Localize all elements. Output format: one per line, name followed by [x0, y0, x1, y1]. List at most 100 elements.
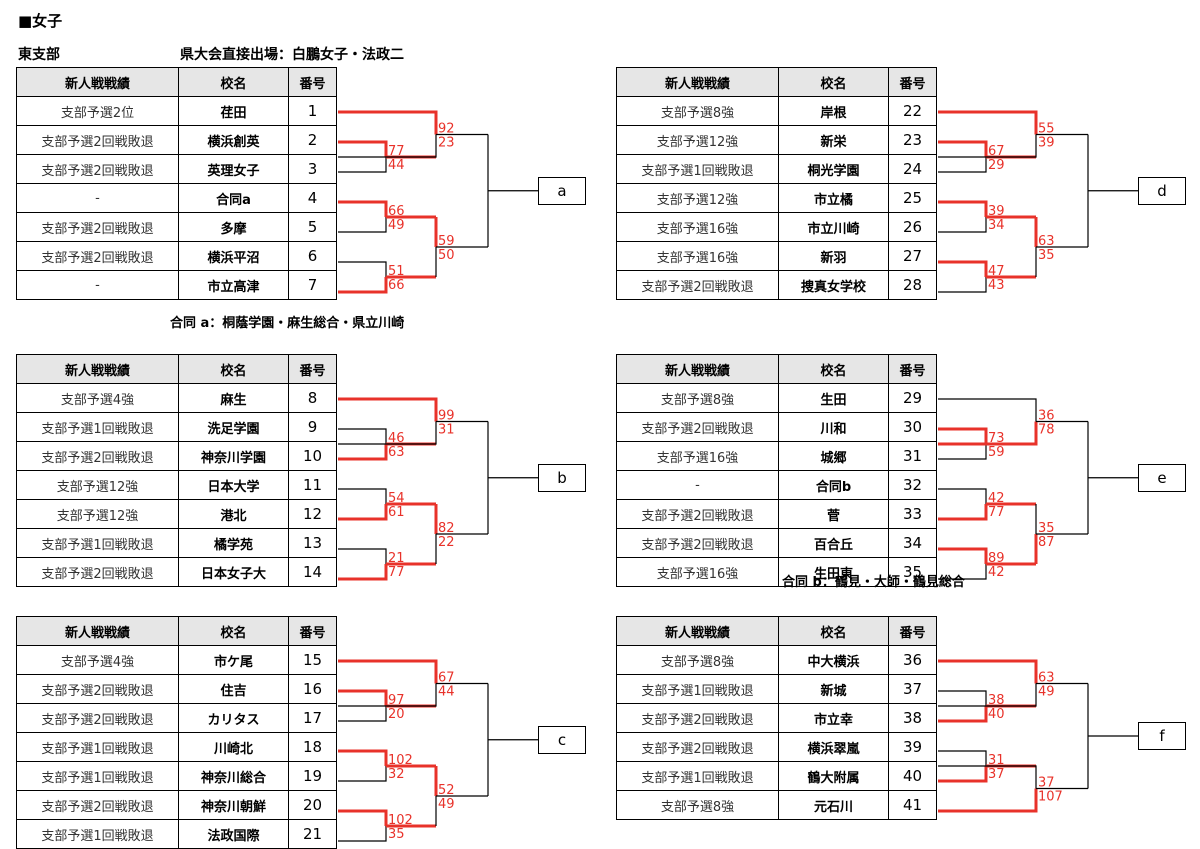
col-record-header: 新人戦戦績: [16, 354, 179, 384]
record-cell: 支部予選2回戦敗退: [616, 528, 779, 558]
match-b-r1a-bottom: [338, 444, 388, 461]
note-joint-b: 合同 b：鶴見・大師・鶴見総合: [782, 575, 965, 590]
match-f-r2a-score-top: 63: [1038, 671, 1055, 686]
match-d-r1a-score-top: 67: [988, 144, 1005, 159]
match-a-r1a-score-bottom: 44: [388, 158, 405, 173]
col-school-header: 校名: [178, 354, 289, 384]
match-f-r2b-score-top: 37: [1038, 776, 1055, 791]
number-cell: 24: [888, 154, 937, 184]
number-cell: 36: [888, 645, 937, 675]
match-d-r2a-score-top: 55: [1038, 122, 1055, 137]
match-f-r1b-bottom: [938, 766, 988, 783]
bracket-winner-box-a: a: [538, 176, 586, 205]
school-cell: 元石川: [778, 790, 889, 820]
match-a-r1c-score-top: 51: [388, 264, 405, 279]
match-b-r1b-score-top: 54: [388, 491, 405, 506]
school-cell: 港北: [178, 499, 289, 529]
match-a-r1a-bottom: [338, 157, 387, 173]
record-cell: 支部予選16強: [616, 441, 779, 471]
number-cell: 12: [288, 499, 337, 529]
match-b-r1c-bottom: [338, 564, 388, 581]
match-c-r2a-bottom: [338, 683, 437, 707]
match-e-r2b-score-top: 35: [1038, 521, 1055, 536]
match-b-r1c-score-top: 21: [388, 551, 405, 566]
school-cell: 市立高津: [178, 270, 289, 300]
match-e-r1a-score-top: 73: [988, 431, 1005, 446]
match-e-r1c-score-bottom: 42: [988, 565, 1005, 580]
match-b-r1b-top: [338, 488, 387, 504]
record-cell: 支部予選12強: [616, 183, 779, 213]
record-cell: 支部予選2回戦敗退: [16, 703, 179, 733]
number-cell: 35: [888, 557, 937, 587]
number-cell: 34: [888, 528, 937, 558]
match-e-r1c-score-top: 89: [988, 551, 1005, 566]
match-a-r2a-bottom: [338, 134, 437, 158]
bracket-winner-box-c: c: [538, 725, 586, 754]
match-a-r1a-score-top: 77: [388, 144, 405, 159]
match-d-r1a-bottom: [938, 157, 987, 173]
school-cell: 川崎北: [178, 732, 289, 762]
record-cell: 支部予選8強: [616, 383, 779, 413]
number-cell: 15: [288, 645, 337, 675]
match-d-r1a-score-bottom: 29: [988, 158, 1005, 173]
number-cell: 20: [288, 790, 337, 820]
match-a-r1c-top: [338, 261, 387, 277]
record-cell: 支部予選2回戦敗退: [16, 674, 179, 704]
record-cell: 支部予選2回戦敗退: [16, 441, 179, 471]
match-f-r1a-top: [938, 690, 987, 706]
school-cell: 神奈川総合: [178, 761, 289, 791]
match-e-r1b-top: [938, 488, 987, 504]
school-cell: 菅: [778, 499, 889, 529]
match-b-r2a-score-top: 99: [438, 409, 455, 424]
school-cell: 生田: [778, 383, 889, 413]
number-cell: 14: [288, 557, 337, 587]
match-a-r1a-top: [338, 140, 388, 157]
match-e-r2a-score-top: 36: [1038, 409, 1055, 424]
number-cell: 39: [888, 732, 937, 762]
match-b-r1a-score-bottom: 63: [388, 445, 405, 460]
number-cell: 30: [888, 412, 937, 442]
match-b-r2a-top: [338, 397, 438, 422]
number-cell: 41: [888, 790, 937, 820]
branch-name: 東支部: [18, 47, 60, 63]
match-c-r1b-score-bottom: 32: [388, 767, 405, 782]
match-a-r1b-top: [338, 200, 388, 217]
match-d-r2b-score-bottom: 35: [1038, 248, 1055, 263]
record-cell: 支部予選4強: [16, 645, 179, 675]
school-cell: 市立幸: [778, 703, 889, 733]
match-e-r1a-top: [938, 427, 988, 444]
number-cell: 19: [288, 761, 337, 791]
match-a-r2a-score-bottom: 23: [438, 136, 455, 151]
school-cell: カリタス: [178, 703, 289, 733]
bracket-winner-box-b: b: [538, 463, 586, 492]
col-school-header: 校名: [778, 616, 889, 646]
match-b-r1b-score-bottom: 61: [388, 505, 405, 520]
match-b-r2b-score-top: 82: [438, 521, 455, 536]
school-cell: 生田東: [778, 557, 889, 587]
match-c-r2b-score-top: 52: [438, 783, 455, 798]
match-f-r1a-score-top: 38: [988, 693, 1005, 708]
number-cell: 2: [288, 125, 337, 155]
match-d-r1c-bottom: [938, 277, 987, 293]
match-e-r2a-bottom: [938, 421, 1038, 446]
record-cell: 支部予選1回戦敗退: [16, 761, 179, 791]
record-cell: 支部予選4強: [16, 383, 179, 413]
record-cell: 支部予選8強: [616, 96, 779, 126]
match-b-r1c-top: [338, 548, 387, 564]
